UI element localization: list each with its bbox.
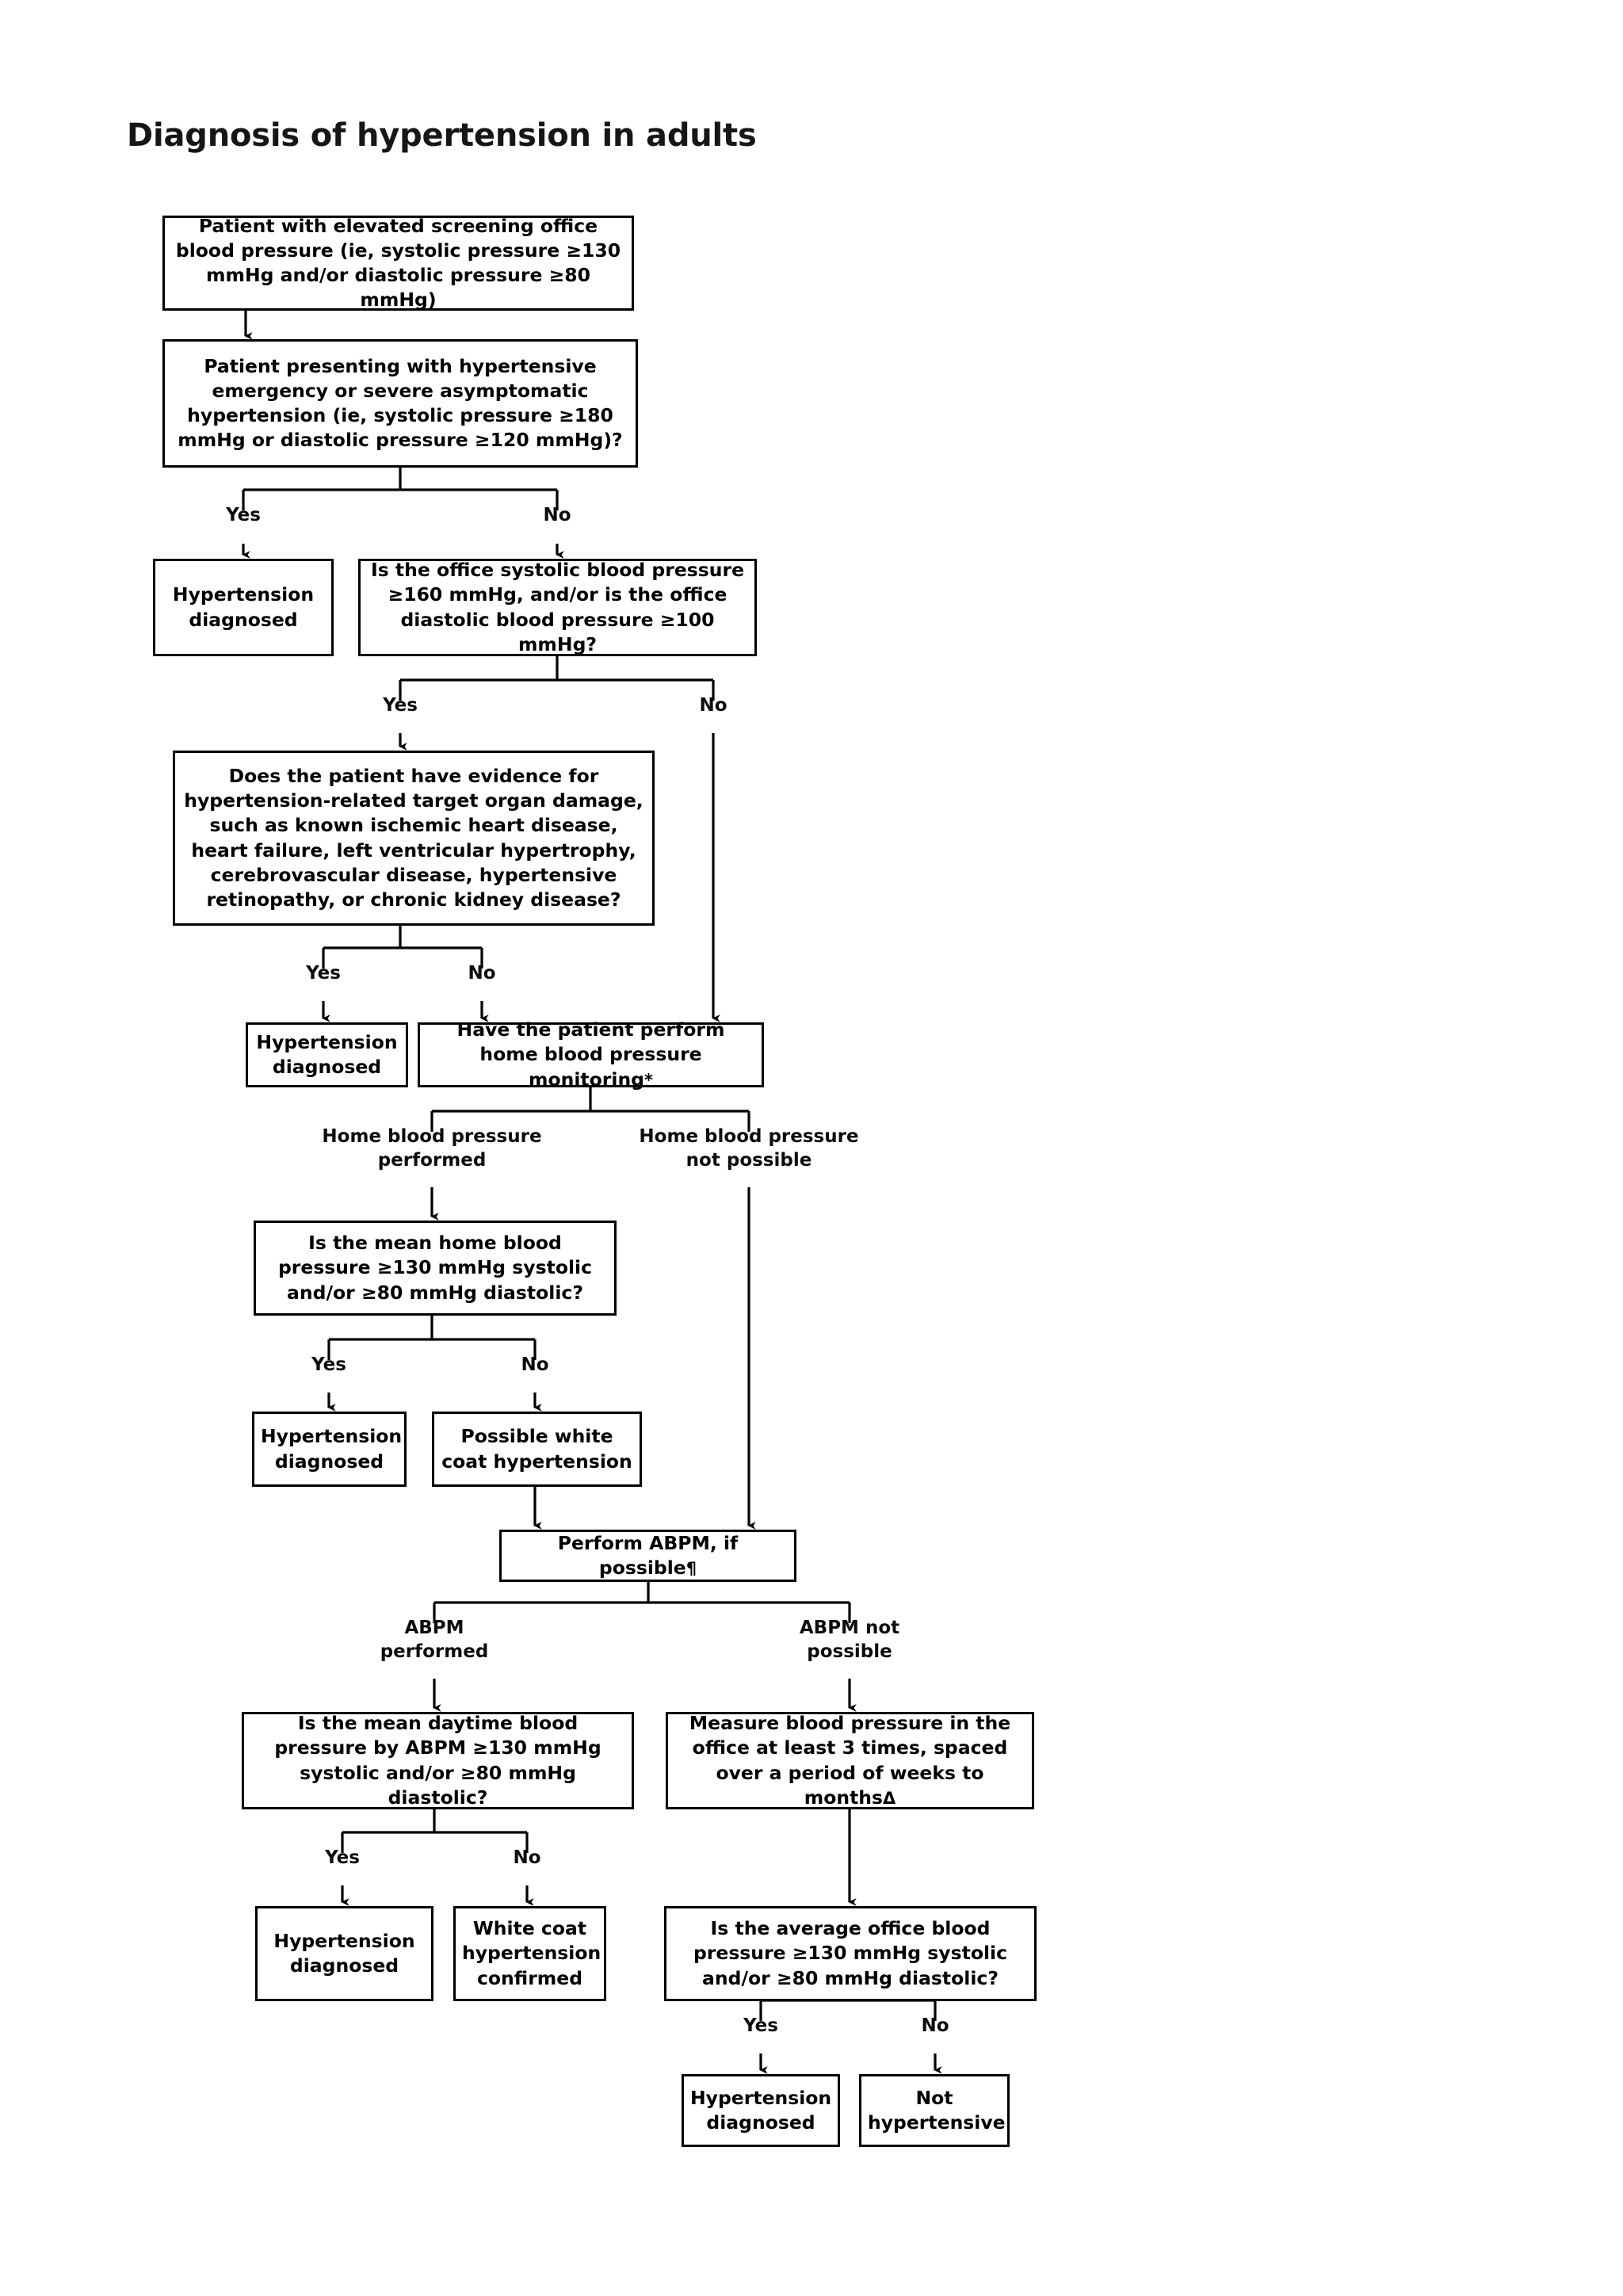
- node-mean-home-bp-question: Is the mean home blood pressure ≥130 mmH…: [254, 1221, 617, 1316]
- edge-label-home-bp-performed: Home blood pressure performed: [322, 1126, 542, 1171]
- edge-label-no-3: No: [468, 963, 496, 984]
- node-hypertension-diagnosed-3: Hypertension diagnosed: [252, 1412, 407, 1487]
- edge-label-no-1: No: [543, 505, 571, 525]
- node-mean-daytime-abpm-question: Is the mean daytime blood pressure by AB…: [242, 1712, 634, 1809]
- node-white-coat-hypertension-confirmed: White coat hypertension confirmed: [453, 1906, 606, 2001]
- node-hypertension-diagnosed-1: Hypertension diagnosed: [153, 559, 334, 656]
- node-measure-office-bp-3-times-action: Measure blood pressure in the office at …: [666, 1712, 1034, 1809]
- node-possible-white-coat-hypertension: Possible white coat hypertension: [432, 1412, 642, 1487]
- footnote-marker-delta: Δ: [883, 1788, 896, 1808]
- edge-label-no-4: No: [521, 1354, 549, 1375]
- edge-label-yes-3: Yes: [306, 963, 341, 984]
- edge-label-yes-5: Yes: [325, 1847, 360, 1868]
- node-office-systolic-160-question: Is the office systolic blood pressure ≥1…: [358, 559, 757, 656]
- node-average-office-bp-question: Is the average office blood pressure ≥13…: [664, 1906, 1037, 2001]
- node-perform-abpm-action: Perform ABPM, if possible¶: [499, 1530, 796, 1582]
- edge-label-yes-1: Yes: [226, 505, 261, 525]
- node-hypertensive-emergency-question: Patient presenting with hypertensive eme…: [162, 339, 638, 468]
- edge-label-abpm-not-possible: ABPM not possible: [799, 1618, 900, 1662]
- page-title: Diagnosis of hypertension in adults: [127, 117, 757, 154]
- edge-label-no-6: No: [921, 2015, 949, 2036]
- edge-label-yes-6: Yes: [743, 2015, 778, 2036]
- node-not-hypertensive: Not hypertensive: [859, 2074, 1010, 2147]
- node-target-organ-damage-question: Does the patient have evidence for hyper…: [173, 751, 655, 926]
- edge-label-no-5: No: [513, 1847, 541, 1868]
- edge-label-yes-4: Yes: [311, 1354, 346, 1375]
- edge-label-yes-2: Yes: [383, 695, 418, 716]
- edge-label-abpm-performed: ABPM performed: [380, 1618, 489, 1662]
- edge-label-home-bp-not-possible: Home blood pressure not possible: [639, 1126, 859, 1171]
- node-elevated-screening-bp: Patient with elevated screening office b…: [162, 215, 634, 311]
- footnote-marker-asterisk: *: [644, 1070, 653, 1090]
- footnote-marker-pilcrow: ¶: [685, 1559, 697, 1578]
- node-hypertension-diagnosed-5: Hypertension diagnosed: [682, 2074, 840, 2147]
- node-hypertension-diagnosed-4: Hypertension diagnosed: [255, 1906, 433, 2001]
- node-home-bp-monitoring-action: Have the patient perform home blood pres…: [418, 1018, 764, 1091]
- edge-label-no-2: No: [699, 695, 727, 716]
- node-hypertension-diagnosed-2: Hypertension diagnosed: [246, 1022, 408, 1087]
